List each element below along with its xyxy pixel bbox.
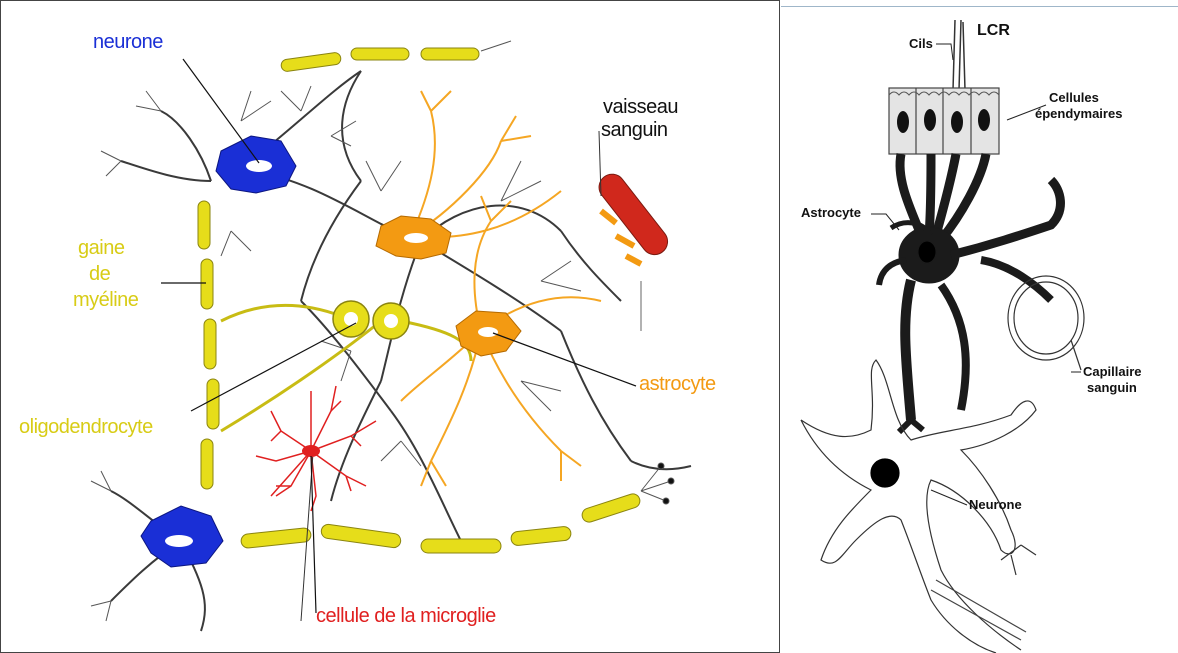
myelin-sheaths (198, 48, 642, 553)
cilia (953, 20, 965, 90)
label-lcr: LCR (977, 22, 1010, 40)
neuron-cells (141, 136, 296, 567)
microglia-cell (256, 386, 376, 621)
label-myeline: myéline (73, 289, 138, 312)
label-vaisseau: vaisseau (603, 96, 678, 119)
label-astrocyte: astrocyte (639, 373, 716, 396)
label-microglie: cellule de la microglie (316, 605, 496, 628)
label-capillaire: Capillaire (1083, 364, 1142, 379)
label-astrocyte-bw: Astrocyte (801, 205, 861, 220)
ependymal-cells (889, 88, 999, 154)
label-neurone-bw: Neurone (969, 497, 1022, 512)
label-oligodendrocyte: oligodendrocyte (19, 416, 153, 439)
glial-cells-diagram: neurone vaisseau sanguin gaine de myélin… (0, 0, 780, 653)
label-gaine: gaine (78, 237, 124, 260)
label-ependymaires: épendymaires (1035, 106, 1122, 121)
astrocyte-cell-bw (879, 154, 1060, 432)
label-neurone: neurone (93, 31, 163, 54)
label-cellules: Cellules (1049, 90, 1099, 105)
ependymal-diagram: LCR Cils Cellules épendymaires Astrocyte… (781, 0, 1178, 653)
label-capillaire-sanguin: sanguin (1087, 380, 1137, 395)
label-cils: Cils (909, 36, 933, 51)
label-de: de (89, 263, 110, 286)
blood-vessel (594, 131, 673, 331)
label-sanguin: sanguin (601, 119, 668, 142)
ependymal-illustration (781, 0, 1178, 653)
